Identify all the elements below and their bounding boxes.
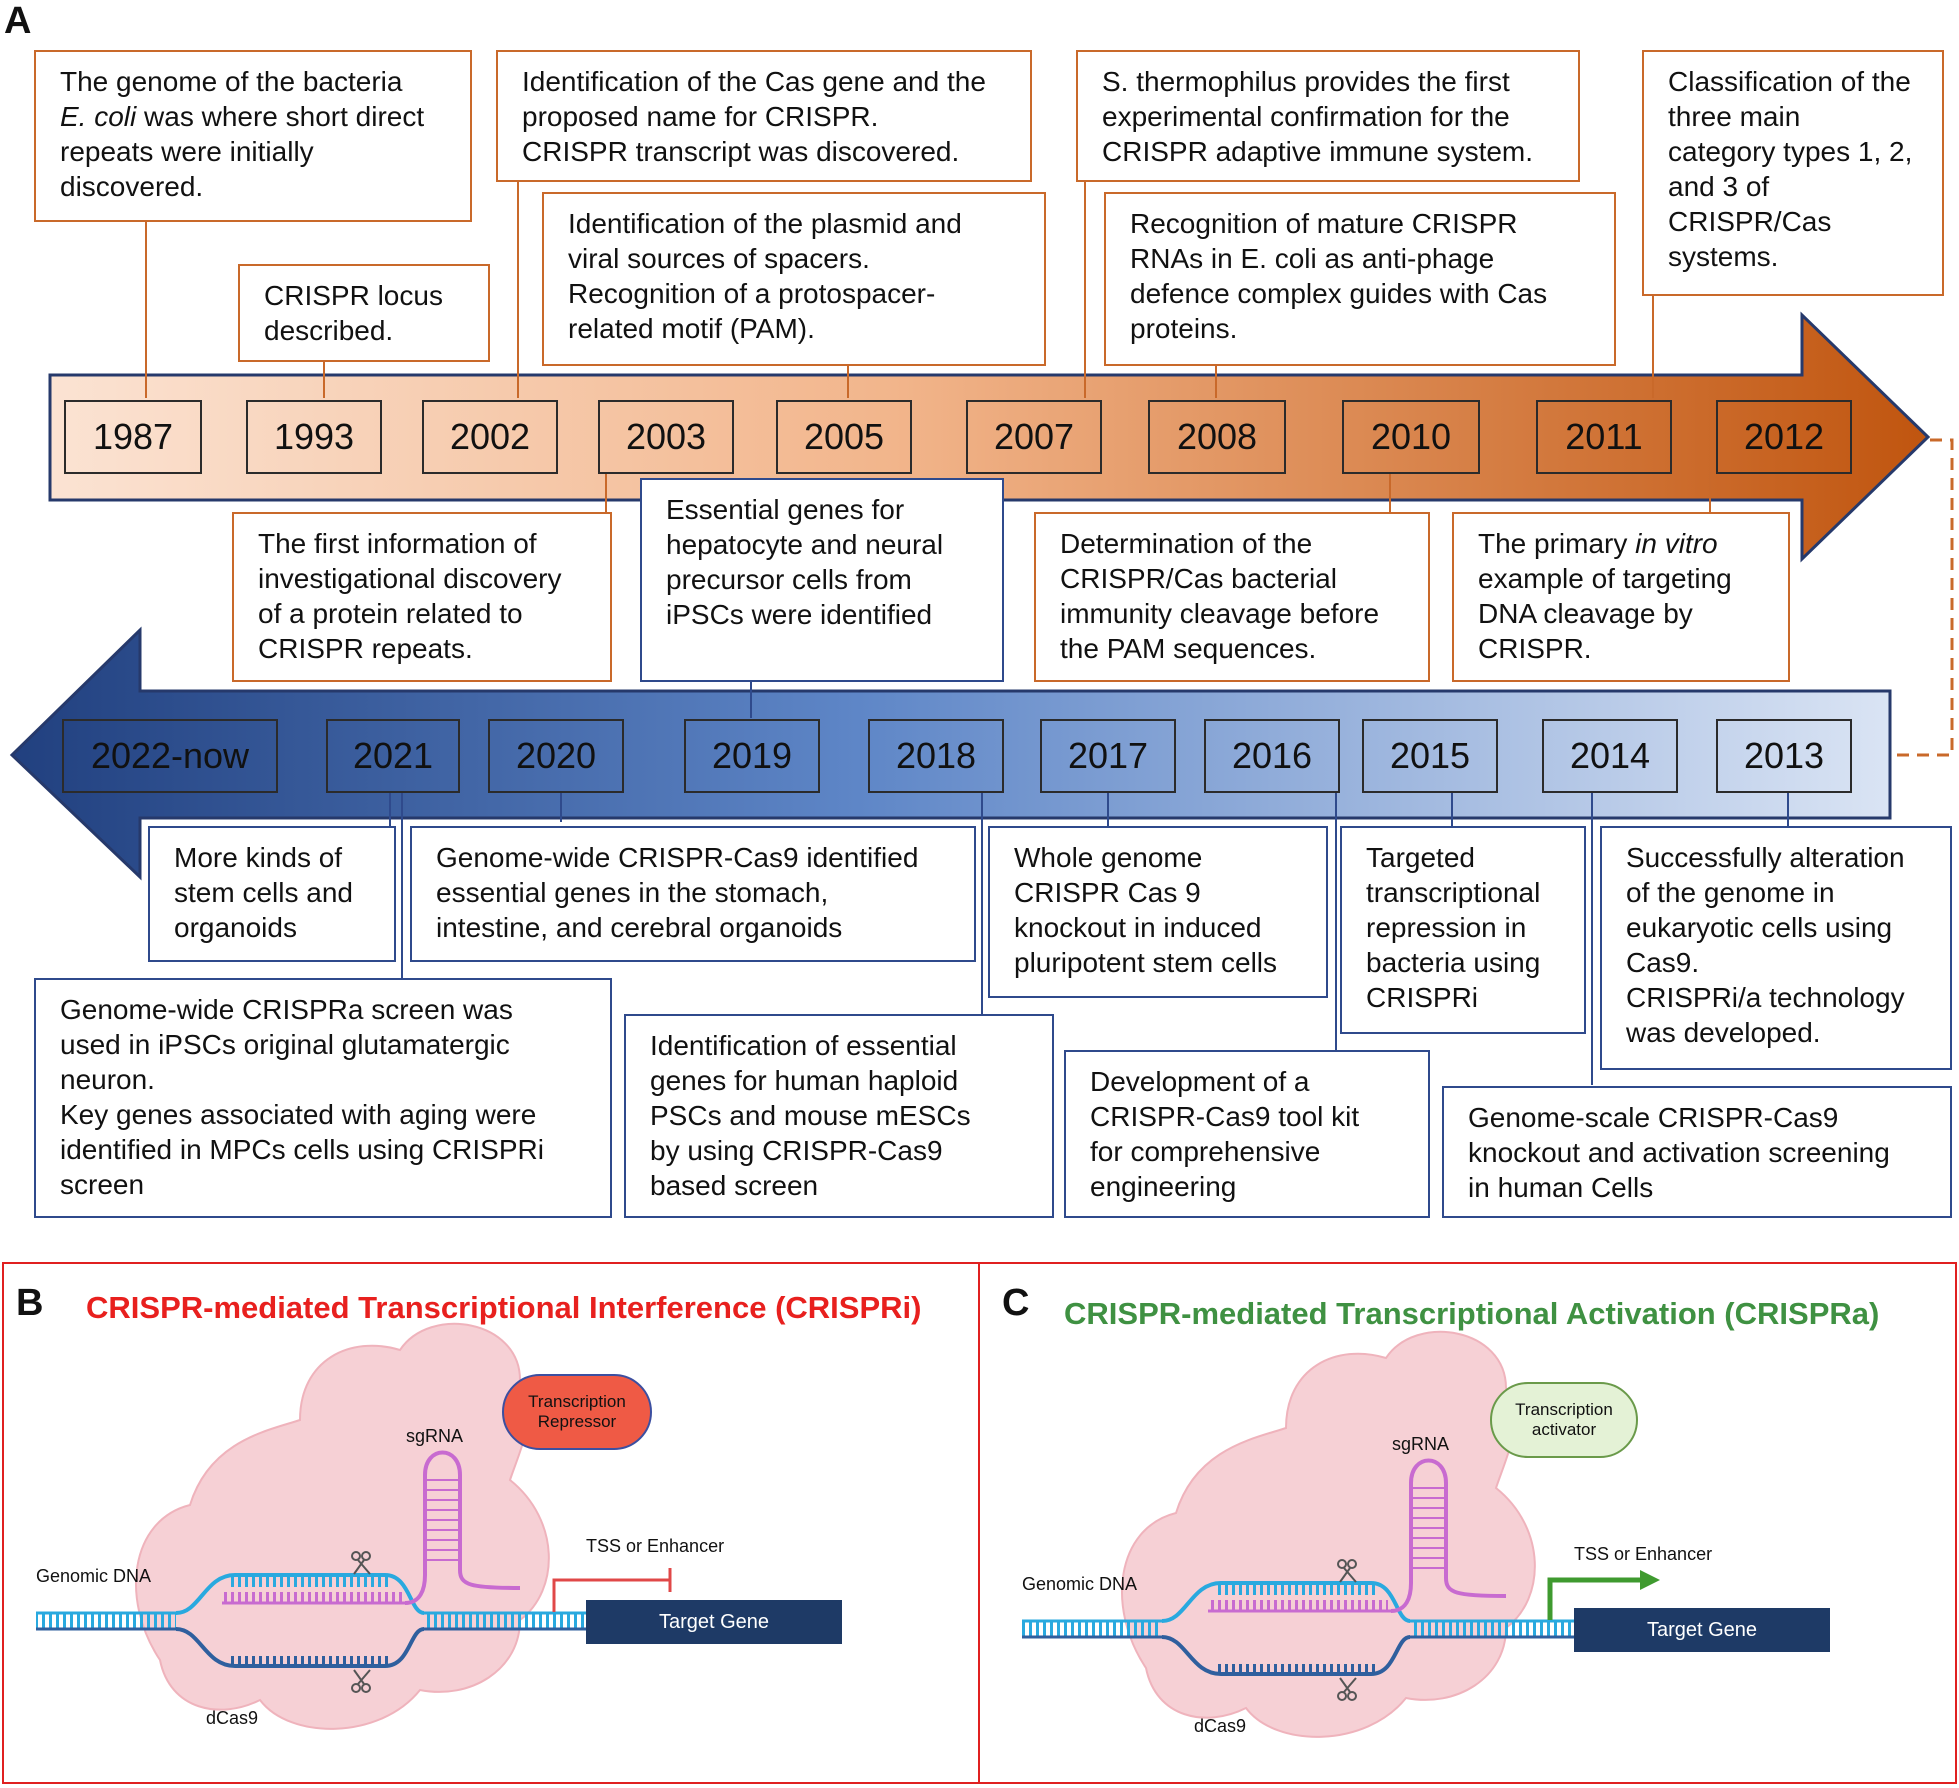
target-gene-box: Target Gene	[586, 1600, 842, 1644]
event-2007: S. thermophilus provides the first exper…	[1076, 50, 1580, 182]
year-2012: 2012	[1716, 400, 1852, 474]
year-2002: 2002	[422, 400, 558, 474]
year-1993: 1993	[246, 400, 382, 474]
year-2015: 2015	[1362, 719, 1498, 793]
year-2010: 2010	[1342, 400, 1480, 474]
year-2007: 2007	[966, 400, 1102, 474]
event-2014: Genome-scale CRISPR-Cas9 knockout and ac…	[1442, 1086, 1952, 1218]
panel-c-frame	[978, 1262, 1957, 1784]
bottom-timeline-arrow	[9, 626, 1892, 881]
year-2020: 2020	[488, 719, 624, 793]
tss-repressed-icon	[552, 1578, 670, 1612]
event-2015: Targeted transcriptional repression in b…	[1340, 826, 1586, 1034]
event-2017: Whole genome CRISPR Cas 9 knockout in in…	[988, 826, 1328, 998]
tss-label: TSS or Enhancer	[586, 1536, 725, 1556]
event-2022-now: More kinds of stem cells and organoids	[148, 826, 396, 962]
panel-b-label: B	[16, 1282, 44, 1324]
year-2016: 2016	[1204, 719, 1340, 793]
dashed-connector	[1890, 438, 1954, 757]
year-2011: 2011	[1536, 400, 1672, 474]
event-2012: The primary in vitro example of targetin…	[1452, 512, 1790, 682]
event-2021: Genome-wide CRISPRa screen was used in i…	[34, 978, 612, 1218]
sgrna-label: sgRNA	[406, 1426, 464, 1446]
event-2011: Classification of the three main categor…	[1642, 50, 1944, 296]
event-1987-line: E. coli was where short direct	[60, 101, 425, 132]
year-2003: 2003	[598, 400, 734, 474]
top-timeline-arrow	[48, 311, 1931, 563]
transcription-activator: Transcription activator	[1490, 1382, 1638, 1458]
year-1987: 1987	[64, 400, 202, 474]
year-2022-now: 2022-now	[62, 719, 278, 793]
event-2003: The first information of investigational…	[232, 512, 612, 682]
dcas9-label: dCas9	[206, 1708, 259, 1728]
genomic-dna-label-a: Genomic DNA	[1022, 1574, 1138, 1594]
scissors-icon-bottom-a	[1337, 1677, 1357, 1701]
event-2016: Development of a CRISPR-Cas9 tool kit fo…	[1064, 1050, 1430, 1218]
event-2013: Successfully alteration of the genome in…	[1600, 826, 1952, 1070]
transcription-repressor: Transcription Repressor	[502, 1374, 652, 1450]
target-gene-box-a: Target Gene	[1574, 1608, 1830, 1652]
year-2005: 2005	[776, 400, 912, 474]
event-1993: CRISPR locus described.	[238, 264, 490, 362]
tss-activation-arrow-icon	[1547, 1577, 1640, 1620]
crispri-diagram	[36, 1322, 672, 1730]
panel-a-label: A	[4, 0, 32, 42]
scissors-icon-top-a	[1337, 1559, 1357, 1583]
event-2019: Essential genes for hepatocyte and neura…	[640, 478, 1004, 682]
event-2020: Genome-wide CRISPR-Cas9 identified essen…	[410, 826, 976, 962]
tss-label-a: TSS or Enhancer	[1574, 1544, 1713, 1564]
event-2002: Identification of the Cas gene and the p…	[496, 50, 1032, 182]
year-2013: 2013	[1716, 719, 1852, 793]
event-2005: Identification of the plasmid and viral …	[542, 192, 1046, 366]
year-2008: 2008	[1148, 400, 1286, 474]
crispra-diagram	[1022, 1330, 1660, 1738]
dcas9-blob	[135, 1322, 550, 1730]
year-2018: 2018	[868, 719, 1004, 793]
event-2010: Determination of the CRISPR/Cas bacteria…	[1034, 512, 1430, 682]
event-2018: Identification of essential genes for hu…	[624, 1014, 1054, 1218]
panel-c-label: C	[1002, 1282, 1030, 1324]
dcas9-blob-a	[1121, 1330, 1536, 1738]
crispra-title: CRISPR-mediated Transcriptional Activati…	[1064, 1296, 1880, 1331]
sgrna-label-a: sgRNA	[1392, 1434, 1450, 1454]
scissors-icon-bottom	[351, 1669, 371, 1693]
year-2019: 2019	[684, 719, 820, 793]
dcas9-label-a: dCas9	[1194, 1716, 1247, 1736]
scissors-icon-top	[351, 1551, 371, 1575]
year-2021: 2021	[326, 719, 460, 793]
genomic-dna-label: Genomic DNA	[36, 1566, 152, 1586]
event-1987: The genome of the bacteria E. coli was w…	[34, 50, 472, 222]
year-2014: 2014	[1542, 719, 1678, 793]
crispri-title: CRISPR-mediated Transcriptional Interfer…	[86, 1290, 922, 1325]
year-2017: 2017	[1040, 719, 1176, 793]
event-2008: Recognition of mature CRISPR RNAs in E. …	[1104, 192, 1616, 366]
